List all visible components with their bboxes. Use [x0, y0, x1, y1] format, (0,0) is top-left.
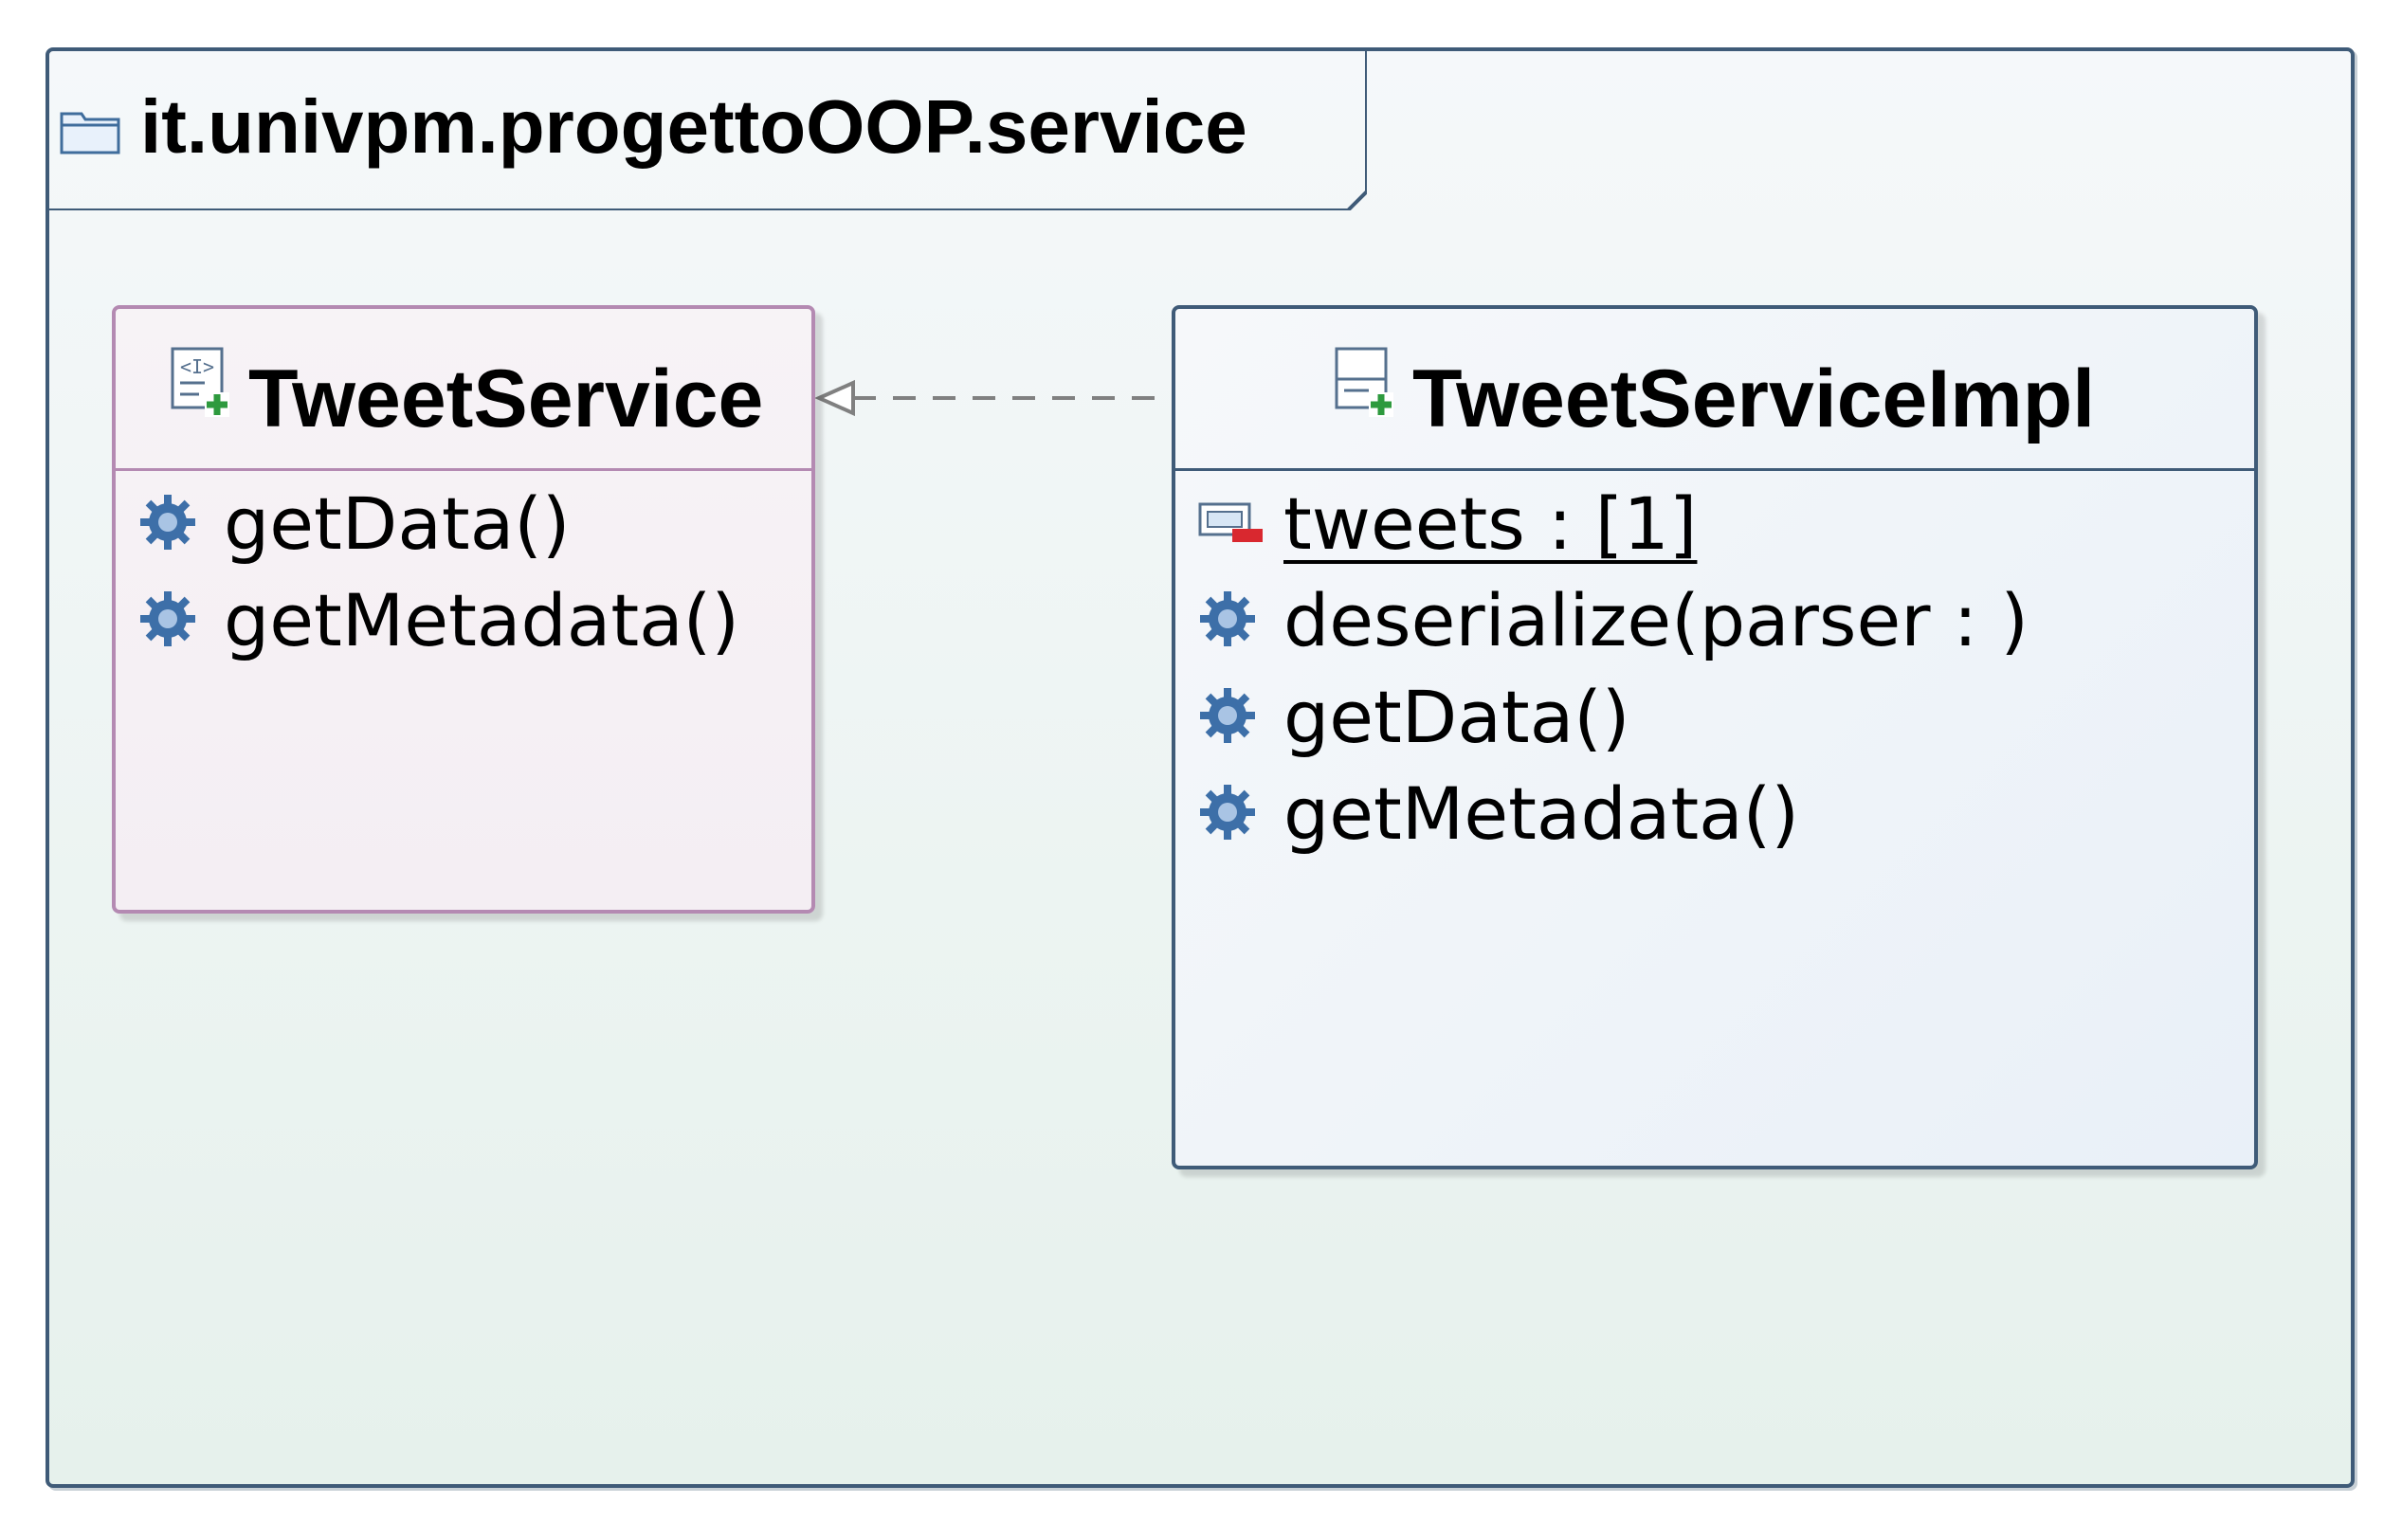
- folder-icon: [59, 108, 121, 155]
- interface-tweetservice[interactable]: <I> TweetService: [112, 305, 815, 914]
- method-row[interactable]: getData(): [116, 476, 811, 572]
- method-row[interactable]: getMetadata(): [1175, 766, 2254, 862]
- package-title: it.univpm.progettoOOP.service: [140, 84, 1247, 169]
- package-tab: it.univpm.progettoOOP.service: [49, 51, 1367, 210]
- method-row[interactable]: getData(): [1175, 669, 2254, 766]
- private-field-icon: [1196, 491, 1263, 553]
- svg-text:<I>: <I>: [180, 355, 214, 378]
- class-name: TweetServiceImpl: [1412, 353, 2096, 444]
- method-gear-icon: [1196, 588, 1259, 650]
- class-name: TweetService: [248, 353, 764, 444]
- interface-icon: <I>: [167, 345, 235, 421]
- attribute-row[interactable]: tweets : [1]: [1175, 476, 2254, 572]
- attribute-name: tweets : [1]: [1283, 481, 1698, 566]
- member-list: getData(): [116, 476, 811, 669]
- method-gear-icon: [136, 491, 199, 553]
- realization-arrow: [815, 379, 1174, 417]
- class-header: <I> TweetService: [116, 309, 811, 471]
- class-icon: [1331, 345, 1399, 421]
- class-header: TweetServiceImpl: [1175, 309, 2254, 471]
- method-gear-icon: [1196, 684, 1259, 747]
- method-name: getData(): [1283, 675, 1630, 759]
- method-name: getMetadata(): [224, 578, 739, 662]
- method-gear-icon: [136, 588, 199, 650]
- method-row[interactable]: getMetadata(): [116, 572, 811, 669]
- method-name: getMetadata(): [1283, 771, 1799, 856]
- method-name: getData(): [224, 481, 571, 566]
- member-list: tweets : [1]: [1175, 476, 2254, 862]
- method-gear-icon: [1196, 781, 1259, 843]
- method-row[interactable]: deserialize(parser : ): [1175, 572, 2254, 669]
- method-name: deserialize(parser : ): [1283, 578, 2029, 662]
- class-tweetserviceimpl[interactable]: TweetServiceImpl tweets : [1]: [1172, 305, 2258, 1169]
